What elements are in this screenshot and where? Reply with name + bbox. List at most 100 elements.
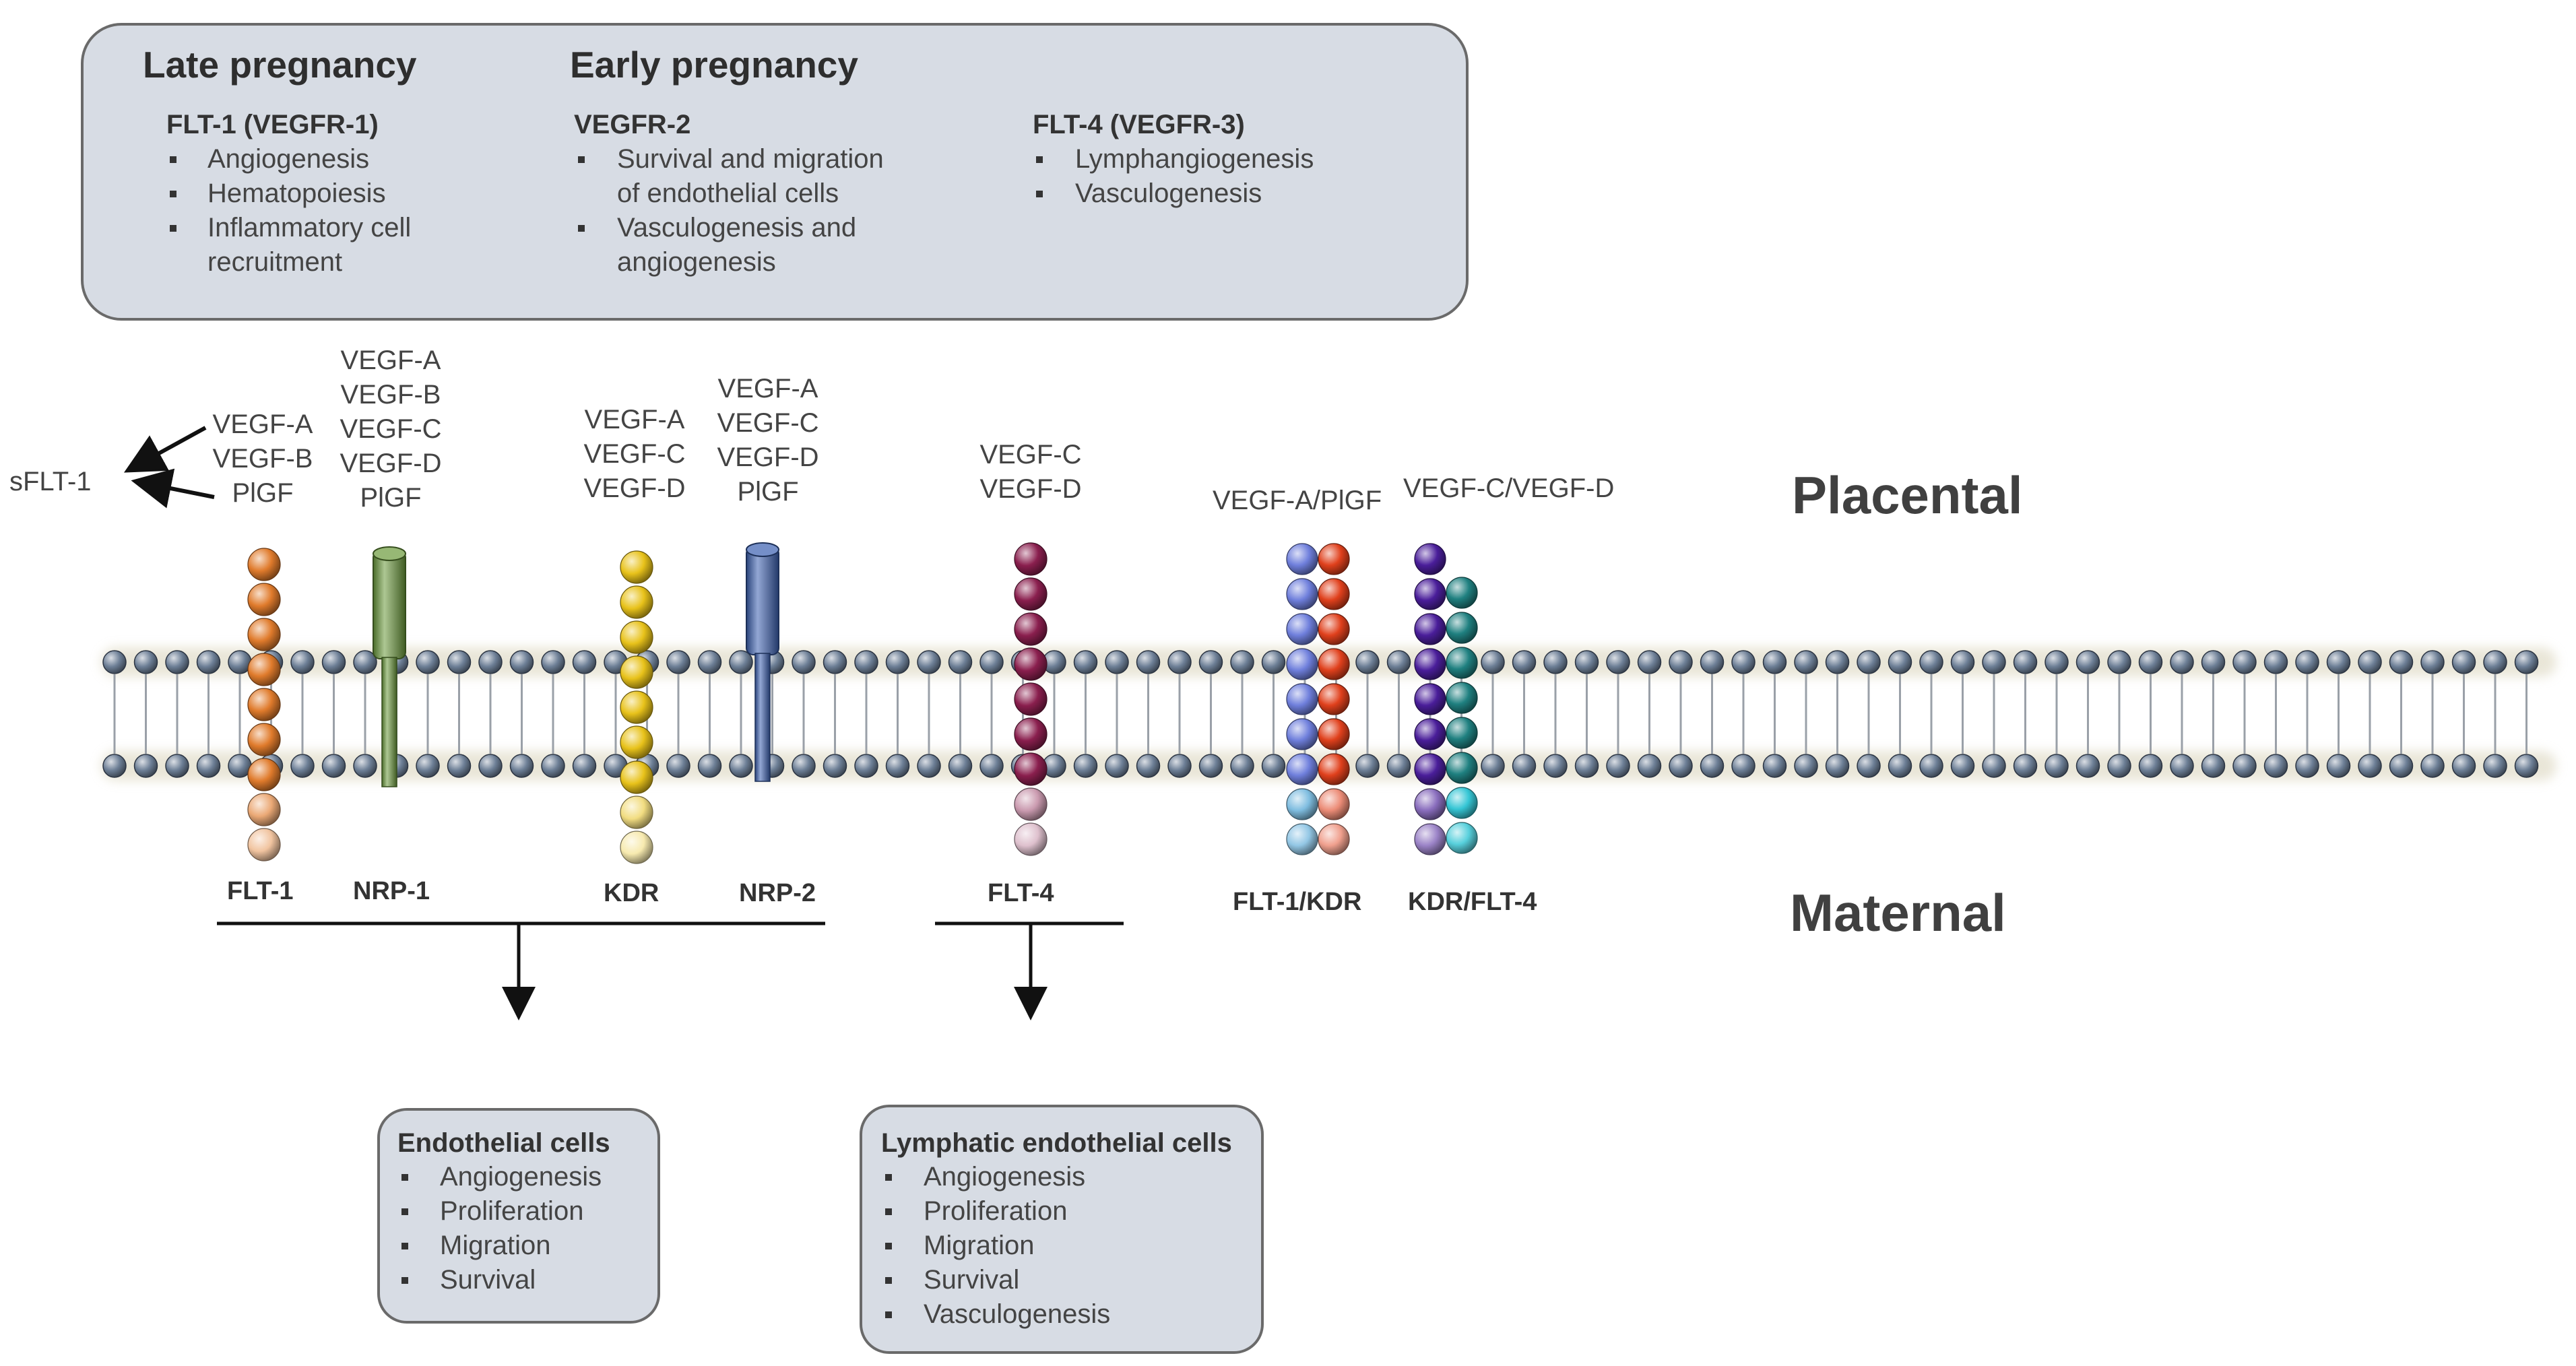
receptor-domain (1414, 648, 1446, 680)
late-item-continued: recruitment (207, 247, 343, 277)
receptor-domain (1446, 752, 1478, 784)
lipid-head (447, 754, 472, 778)
lipid-head (729, 754, 753, 778)
lipid-head (1198, 754, 1223, 778)
lipid-head (1355, 650, 1380, 674)
receptor-domain (1014, 647, 1048, 681)
bullet-icon (1036, 191, 1043, 197)
lipid-head (416, 650, 440, 674)
vegfr2-item: Survival and migration (617, 144, 884, 174)
lipid-head (1073, 650, 1098, 674)
lipid-head (2013, 754, 2038, 778)
late-item: Inflammatory cell (207, 213, 412, 242)
lipid-head (2420, 754, 2445, 778)
receptor-domain (1414, 718, 1446, 750)
receptor-domain (247, 758, 281, 791)
lipid-head (666, 650, 690, 674)
ligand-label: VEGF-D (340, 449, 442, 478)
lipid-head (979, 650, 1004, 674)
lipid-head (2075, 650, 2100, 674)
lipid-head (196, 650, 221, 674)
lipid-head (509, 650, 534, 674)
lipid-head (2451, 650, 2476, 674)
lipid-head (885, 650, 910, 674)
lipid-head (1606, 754, 1630, 778)
receptor-domain (1286, 788, 1318, 820)
receptor-domain (247, 828, 281, 861)
lipid-head (2044, 650, 2069, 674)
receptor-domain (1014, 577, 1048, 611)
lipid-head (1230, 650, 1254, 674)
lipid-head (792, 650, 816, 674)
lipid-head (2358, 754, 2382, 778)
lipid-head (2389, 754, 2414, 778)
receptor-domain (1014, 822, 1048, 856)
lipid-head (165, 650, 189, 674)
receptor-domain (620, 655, 653, 689)
receptor-domain (1446, 577, 1478, 609)
receptor-domain (1286, 753, 1318, 785)
lipid-head (1167, 650, 1192, 674)
receptor-label-nrp2: NRP-2 (739, 879, 816, 907)
lipid-head (1857, 754, 1881, 778)
receptor-domain (620, 585, 653, 619)
lipid-head (1105, 650, 1129, 674)
lipid-head (2044, 754, 2069, 778)
lymphatic-item: Migration (924, 1231, 1035, 1260)
receptor-domain (620, 795, 653, 829)
lipid-head (1857, 650, 1881, 674)
lipid-head (666, 754, 690, 778)
lipid-head (1261, 650, 1286, 674)
lipid-head (854, 754, 878, 778)
lipid-head (165, 754, 189, 778)
lipid-head (1794, 754, 1818, 778)
receptor-domain (1014, 612, 1048, 646)
receptor-domain (1414, 753, 1446, 785)
vegfr2-item-continued: angiogenesis (617, 247, 776, 277)
receptor-domain (1318, 718, 1350, 750)
bullet-icon (401, 1243, 408, 1249)
lipid-head (2389, 650, 2414, 674)
receptor-domain (1014, 717, 1048, 751)
lipid-head (854, 650, 878, 674)
lipid-head (2138, 650, 2163, 674)
receptor-domain (1318, 683, 1350, 715)
receptor-domain (247, 618, 281, 651)
lipid-head (823, 754, 847, 778)
ligand-label: VEGF-B (212, 444, 313, 474)
vegfr2-item: Vasculogenesis and (617, 213, 857, 242)
receptor-domain (620, 620, 653, 654)
lipid-head (133, 754, 158, 778)
receptor-domain (1286, 823, 1318, 855)
receptor-domain (1446, 822, 1478, 854)
lipid-head (2201, 650, 2226, 674)
ligand-label: VEGF-D (583, 474, 686, 503)
lipid-head (478, 650, 503, 674)
receptor-domain (1446, 787, 1478, 819)
nrp2-ligands: VEGF-A VEGF-C VEGF-D PlGF (707, 372, 829, 509)
receptor-domain (1414, 788, 1446, 820)
lipid-head (1825, 754, 1850, 778)
ligand-label: PlGF (737, 477, 799, 507)
flt1-kdr-blue-chain (1286, 543, 1318, 855)
receptor-domain (1286, 543, 1318, 575)
kdr-flt4-teal-chain (1446, 577, 1478, 854)
lipid-head (917, 650, 941, 674)
lipid-head (1230, 754, 1254, 778)
lipid-head (1669, 754, 1693, 778)
lipid-head (2232, 754, 2257, 778)
lipid-head (2420, 650, 2445, 674)
receptor-domain (1318, 753, 1350, 785)
receptor-label-flt1: FLT-1 (227, 877, 294, 905)
ligand-label: VEGF-B (340, 380, 441, 410)
flt4-ligands: VEGF-C VEGF-D (970, 438, 1091, 507)
lipid-head (1950, 650, 1975, 674)
lipid-head (572, 754, 597, 778)
ligand-label: VEGF-A (717, 374, 818, 403)
bullet-icon (578, 156, 585, 163)
nrp1-ligands: VEGF-A VEGF-B VEGF-C VEGF-D PlGF (330, 344, 451, 515)
receptor-domain (1014, 542, 1048, 576)
lipid-head (1386, 650, 1411, 674)
lipid-head (1136, 650, 1161, 674)
ligand-label: VEGF-C (979, 440, 1082, 469)
